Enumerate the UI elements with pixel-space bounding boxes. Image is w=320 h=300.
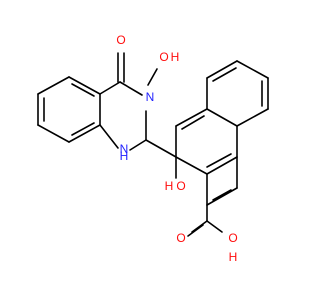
carbonyl-group xyxy=(117,52,125,83)
n-hydroxy-group xyxy=(147,68,158,86)
n3-hydroxy-oxygen-label: O xyxy=(159,50,168,64)
naphthalene-top-right-ring xyxy=(206,60,269,127)
carboxylic-acid-group xyxy=(187,204,223,237)
diagram-background xyxy=(0,0,300,300)
n1-hydrogen-label: H xyxy=(120,149,129,163)
n1-nitrogen-label: N xyxy=(120,142,129,156)
phenol-hydrogen-label: H xyxy=(165,179,174,193)
acid-carbonyl-oxygen-label: O xyxy=(176,231,185,245)
acid-hydroxy-oxygen-label: O xyxy=(228,231,237,245)
naphthalene-lower-ring xyxy=(206,156,238,206)
quinazolinone-heterocycle xyxy=(99,81,147,151)
acid-hydroxy-hydrogen-label: H xyxy=(229,250,238,264)
chemical-structure-diagram: O O H N N H O H O O H xyxy=(0,0,300,300)
carbonyl-oxygen-label: O xyxy=(116,33,125,47)
n3-hydroxy-hydrogen-label: H xyxy=(171,50,180,64)
naphthalene-upper-ring xyxy=(175,108,238,175)
n3-nitrogen-label: N xyxy=(146,90,155,104)
ring-linker-bond xyxy=(145,139,177,158)
quinazolinone-benzene-ring xyxy=(37,76,101,143)
phenol-oxygen-label: O xyxy=(176,179,185,193)
